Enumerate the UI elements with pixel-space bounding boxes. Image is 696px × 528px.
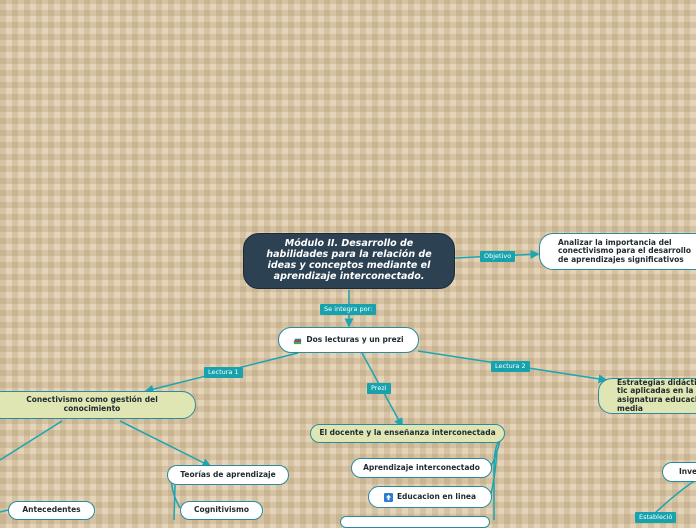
label-lectura-2: Lectura 2 (491, 361, 530, 372)
node-conectivismo-text: Conectivismo como gestión del conocimien… (26, 395, 158, 413)
node-antecedentes[interactable]: Antecedentes (8, 501, 95, 520)
node-inve[interactable]: Inve (662, 462, 696, 482)
node-conectivismo[interactable]: Conectivismo como gestión del conocimien… (0, 391, 196, 419)
books-icon (294, 338, 302, 344)
node-estrategias-text: Estrategias didácticas tic aplicadas en … (617, 377, 696, 413)
node-inve-text: Inve (679, 466, 696, 476)
node-antecedentes-text: Antecedentes (22, 505, 81, 515)
node-educacion-linea[interactable]: Educacion en linea (368, 486, 492, 508)
link-conectivismo-teorias (119, 420, 212, 467)
link-antecedentes (0, 509, 9, 513)
node-teorias-text: Teorías de aprendizaje (180, 469, 276, 479)
node-objective[interactable]: Analizar la importancia del conectivismo… (539, 233, 696, 270)
node-partial-bottom[interactable] (340, 516, 490, 528)
label-objetivo: Objetivo (480, 251, 516, 262)
node-cognitivismo-text: Cognitivismo (194, 505, 249, 515)
root-node[interactable]: Módulo II. Desarrollo de habilidades par… (243, 233, 455, 289)
link-conectivismo-left (0, 420, 63, 461)
link-docente-children (489, 439, 501, 520)
node-educacion-text: Educacion en linea (396, 491, 477, 501)
label-establecio: Estableció (635, 512, 677, 523)
node-objective-text: Analizar la importancia del conectivismo… (558, 237, 692, 264)
node-teorias[interactable]: Teorías de aprendizaje (167, 465, 289, 485)
link-inve (654, 479, 696, 514)
node-aprendizaje-text: Aprendizaje interconectado (363, 462, 480, 472)
node-docente-text: El docente y la enseñanza interconectada (319, 428, 496, 438)
node-estrategias[interactable]: Estrategias didácticas tic aplicadas en … (598, 378, 696, 414)
label-se-integra: Se integra por: (320, 304, 377, 315)
node-docente[interactable]: El docente y la enseñanza interconectada (310, 424, 505, 443)
root-title: Módulo II. Desarrollo de habilidades par… (266, 238, 432, 282)
node-readings-text: Dos lecturas y un prezi (306, 334, 404, 344)
node-aprendizaje-interconectado[interactable]: Aprendizaje interconectado (351, 458, 492, 478)
node-cognitivismo[interactable]: Cognitivismo (180, 501, 263, 520)
label-prezi: Prezi (367, 383, 391, 394)
upload-arrow-icon (383, 492, 393, 502)
label-lectura-1: Lectura 1 (204, 367, 243, 378)
node-readings[interactable]: Dos lecturas y un prezi (278, 327, 419, 353)
